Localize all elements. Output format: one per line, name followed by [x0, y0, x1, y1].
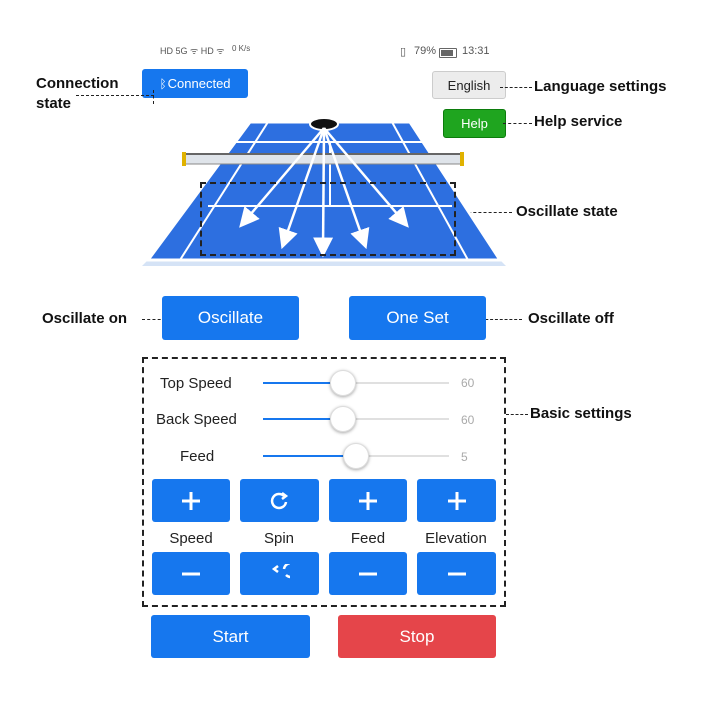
- connection-button[interactable]: ᛒ Connected: [142, 69, 248, 98]
- spin-backward-button[interactable]: [240, 552, 319, 595]
- slider-thumb[interactable]: [330, 406, 356, 432]
- one-set-button[interactable]: One Set: [349, 296, 486, 340]
- elevation-label: Elevation: [425, 530, 487, 547]
- plus-icon: [182, 491, 200, 510]
- start-button[interactable]: Start: [151, 615, 310, 658]
- slider-fill: [263, 455, 355, 457]
- spin-forward-button[interactable]: [240, 479, 319, 522]
- elevation-minus-button[interactable]: [417, 552, 496, 595]
- oscillate-arrows: [239, 127, 409, 258]
- minus-icon: [359, 572, 377, 575]
- speed-minus-button[interactable]: [152, 552, 230, 595]
- plus-icon: [359, 491, 377, 510]
- language-button[interactable]: English: [432, 71, 506, 99]
- feed-label: Feed: [350, 530, 386, 547]
- top-speed-value: 60: [461, 376, 475, 390]
- help-button[interactable]: Help: [443, 109, 506, 138]
- annotation-oscillate-off: Oscillate off: [528, 310, 614, 327]
- slider-fill: [263, 418, 343, 420]
- annotation-line: [500, 87, 532, 88]
- speed-label: Speed: [169, 530, 213, 547]
- battery-icon: [439, 48, 457, 58]
- annotation-language: Language settings: [534, 78, 667, 95]
- annotation-oscillate-state: Oscillate state: [516, 203, 618, 220]
- slider-fill: [263, 382, 343, 384]
- annotation-oscillate-on: Oscillate on: [42, 310, 128, 327]
- slider-thumb[interactable]: [343, 443, 369, 469]
- rotate-cw-icon: [270, 491, 288, 509]
- annotation-line: [466, 319, 522, 320]
- feed-slider[interactable]: [263, 443, 449, 469]
- annotation-line: [503, 123, 532, 124]
- feed-plus-button[interactable]: [329, 479, 407, 522]
- back-speed-slider[interactable]: [263, 406, 449, 432]
- status-network: HD 5G ᯤ HD ᯤ: [160, 46, 225, 56]
- top-speed-label: Top Speed: [160, 375, 232, 392]
- feed-minus-button[interactable]: [329, 552, 407, 595]
- status-time: 13:31: [462, 45, 490, 57]
- minus-icon: [182, 572, 200, 575]
- vibrate-icon: ▯: [400, 46, 407, 58]
- spin-label: Spin: [263, 530, 295, 547]
- basic-settings-box: [142, 357, 506, 607]
- annotation-line: [76, 95, 154, 96]
- rotate-ccw-icon: [271, 563, 290, 578]
- minus-icon: [447, 572, 466, 575]
- status-speed: 0 K/s: [232, 44, 251, 53]
- court-diagram: [142, 117, 506, 266]
- annotation-basic: Basic settings: [530, 405, 632, 422]
- elevation-plus-button[interactable]: [417, 479, 496, 522]
- stop-button[interactable]: Stop: [338, 615, 496, 658]
- annotation-line: [458, 212, 512, 213]
- back-speed-label: Back Speed: [156, 411, 237, 428]
- feed-slider-label: Feed: [180, 448, 215, 465]
- oscillate-state-box: [200, 182, 456, 256]
- feed-value: 5: [461, 450, 468, 464]
- annotation-line: [153, 90, 154, 104]
- back-speed-value: 60: [461, 413, 475, 427]
- speed-plus-button[interactable]: [152, 479, 230, 522]
- oscillate-button[interactable]: Oscillate: [162, 296, 299, 340]
- annotation-line: [506, 414, 528, 415]
- annotation-help: Help service: [534, 113, 623, 130]
- connection-label: Connected: [167, 76, 231, 91]
- plus-icon: [447, 491, 466, 510]
- top-speed-slider[interactable]: [263, 370, 449, 396]
- bluetooth-icon: ᛒ: [159, 76, 167, 91]
- status-battery: 79%: [414, 45, 437, 57]
- slider-thumb[interactable]: [330, 370, 356, 396]
